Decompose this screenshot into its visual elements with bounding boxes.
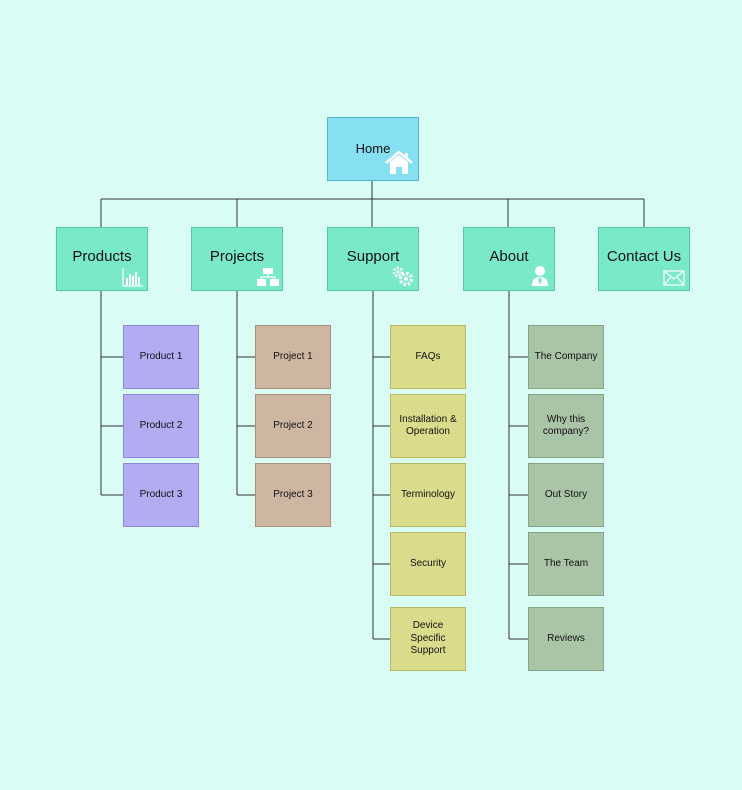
project-1-label: Project 1 bbox=[273, 350, 313, 362]
security-node[interactable]: Security bbox=[390, 532, 466, 596]
faqs-label: FAQs bbox=[415, 350, 441, 362]
products-label: Products bbox=[72, 248, 132, 266]
support-label: Support bbox=[346, 248, 400, 266]
product-3-node[interactable]: Product 3 bbox=[123, 463, 199, 527]
installation-operation-label: Installation & Operation bbox=[399, 413, 457, 438]
project-3-label: Project 3 bbox=[273, 488, 313, 500]
product-2-label: Product 2 bbox=[139, 419, 183, 431]
why-this-company-node[interactable]: Why this company? bbox=[528, 394, 604, 458]
projects-node[interactable]: Projects bbox=[191, 227, 283, 291]
reviews-node[interactable]: Reviews bbox=[528, 607, 604, 671]
contact-us-label: Contact Us bbox=[606, 248, 682, 266]
terminology-node[interactable]: Terminology bbox=[390, 463, 466, 527]
products-node[interactable]: Products bbox=[56, 227, 148, 291]
security-label: Security bbox=[409, 557, 447, 569]
project-2-node[interactable]: Project 2 bbox=[255, 394, 331, 458]
about-node[interactable]: About bbox=[463, 227, 555, 291]
the-team-label: The Team bbox=[543, 557, 589, 569]
installation-operation-node[interactable]: Installation & Operation bbox=[390, 394, 466, 458]
product-1-label: Product 1 bbox=[139, 350, 183, 362]
faqs-node[interactable]: FAQs bbox=[390, 325, 466, 389]
project-3-node[interactable]: Project 3 bbox=[255, 463, 331, 527]
about-label: About bbox=[489, 248, 529, 266]
contact-us-node[interactable]: Contact Us bbox=[598, 227, 690, 291]
product-3-label: Product 3 bbox=[139, 488, 183, 500]
the-team-node[interactable]: The Team bbox=[528, 532, 604, 596]
sitemap-icon bbox=[257, 268, 279, 286]
the-company-label: The Company bbox=[534, 350, 598, 362]
reviews-label: Reviews bbox=[547, 632, 585, 644]
our-story-label: Out Story bbox=[544, 488, 588, 500]
project-2-label: Project 2 bbox=[273, 419, 313, 431]
terminology-label: Terminology bbox=[401, 488, 455, 500]
why-this-company-label: Why this company? bbox=[542, 413, 590, 438]
home-icon bbox=[385, 150, 413, 174]
home-label: Home bbox=[355, 140, 391, 156]
bar-chart-icon bbox=[122, 268, 143, 287]
the-company-node[interactable]: The Company bbox=[528, 325, 604, 389]
envelope-icon bbox=[663, 270, 685, 286]
person-icon bbox=[532, 266, 548, 286]
device-specific-support-node[interactable]: Device Specific Support bbox=[390, 607, 466, 671]
product-1-node[interactable]: Product 1 bbox=[123, 325, 199, 389]
projects-label: Projects bbox=[209, 248, 265, 266]
gears-icon bbox=[392, 266, 414, 287]
project-1-node[interactable]: Project 1 bbox=[255, 325, 331, 389]
our-story-node[interactable]: Out Story bbox=[528, 463, 604, 527]
device-specific-support-label: Device Specific Support bbox=[410, 620, 446, 657]
support-node[interactable]: Support bbox=[327, 227, 419, 291]
home-node[interactable]: Home bbox=[327, 117, 419, 181]
product-2-node[interactable]: Product 2 bbox=[123, 394, 199, 458]
